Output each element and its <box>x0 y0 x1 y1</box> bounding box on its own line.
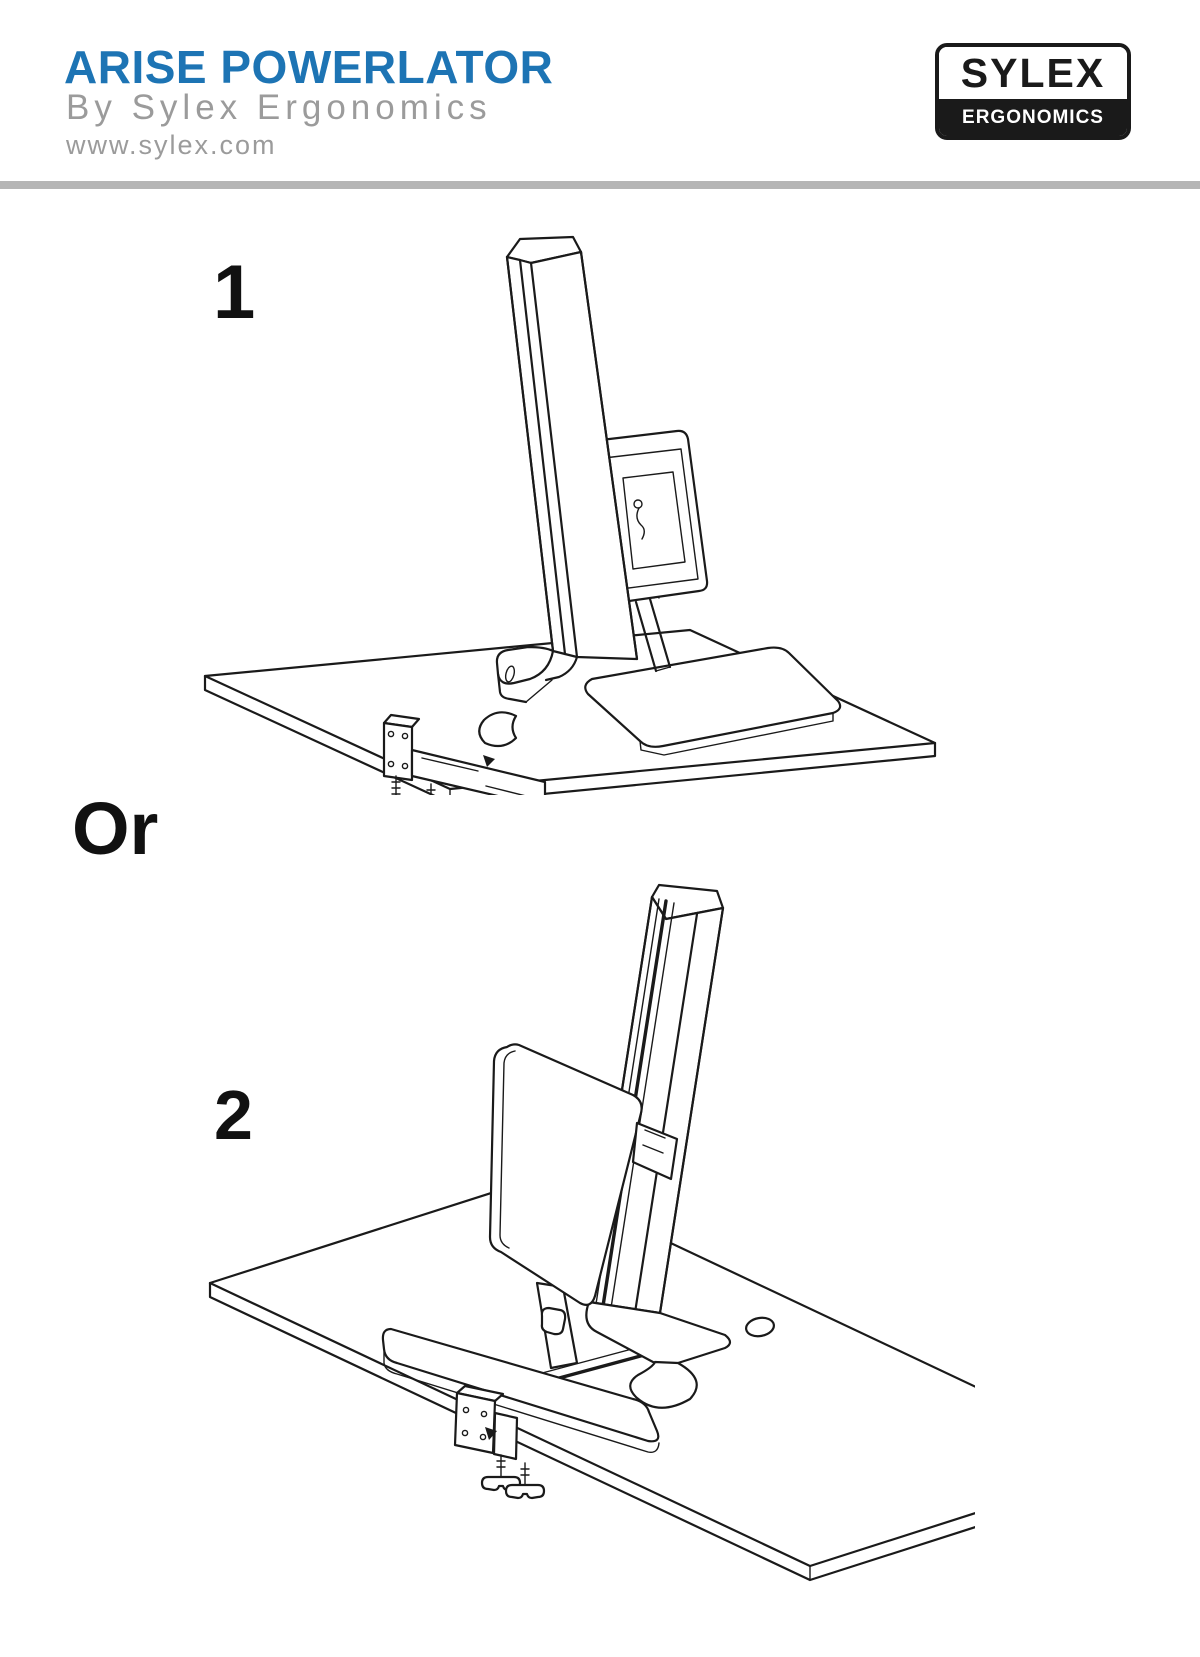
foot-slot <box>504 665 516 683</box>
desk-edge-clamp-2 <box>453 1384 546 1500</box>
sylex-ergonomics-logo: SYLEX ERGONOMICS <box>935 43 1131 140</box>
under-desk-bracket <box>410 748 547 795</box>
stand-base-plate-1 <box>478 646 842 756</box>
desk-surface-2 <box>208 1177 975 1582</box>
hanger-hook <box>633 499 643 509</box>
slider-bracket <box>631 1121 679 1181</box>
front-foot-pad <box>540 1306 567 1336</box>
clamp-plate <box>453 1391 497 1455</box>
header-divider <box>0 181 1200 189</box>
page-subtitle: By Sylex Ergonomics <box>66 88 492 127</box>
insert-direction-arrow <box>485 1427 497 1440</box>
logo-bottom-band: ERGONOMICS <box>939 99 1127 136</box>
figure-2-number: 2 <box>214 1076 253 1154</box>
monitor-column-1 <box>505 235 639 661</box>
or-separator-label: Or <box>72 787 159 870</box>
clamp-bracket <box>492 1411 519 1461</box>
figure-2-diagram-monitor-stand-keyboard-tray <box>208 883 975 1582</box>
clamp-plate <box>382 721 414 782</box>
wing-screw-b <box>504 1462 546 1500</box>
logo-top-band: SYLEX <box>939 47 1127 99</box>
figure-1-diagram-monitor-stand-edge-clamp <box>203 235 937 795</box>
logo-brand-text: SYLEX <box>960 49 1106 96</box>
cable-cutout <box>478 711 518 748</box>
wing-screw-b <box>426 783 436 795</box>
desk-edge-clamp-1 <box>382 713 547 795</box>
keyboard-tray <box>381 1327 660 1453</box>
logo-tagline-text: ERGONOMICS <box>962 107 1104 128</box>
curved-foot <box>629 1360 698 1409</box>
stand-foot-1 <box>495 645 579 704</box>
page-title: ARISE POWERLATOR <box>64 41 554 93</box>
wing-screw-a <box>391 775 401 795</box>
insert-direction-arrow <box>483 755 495 767</box>
grommet-hole <box>745 1316 775 1338</box>
stand-foot-2 <box>540 1300 732 1409</box>
monitor-vesa-plate-2 <box>488 1043 679 1306</box>
website-url: www.sylex.com <box>66 130 277 160</box>
figure-1-number: 1 <box>213 250 256 335</box>
